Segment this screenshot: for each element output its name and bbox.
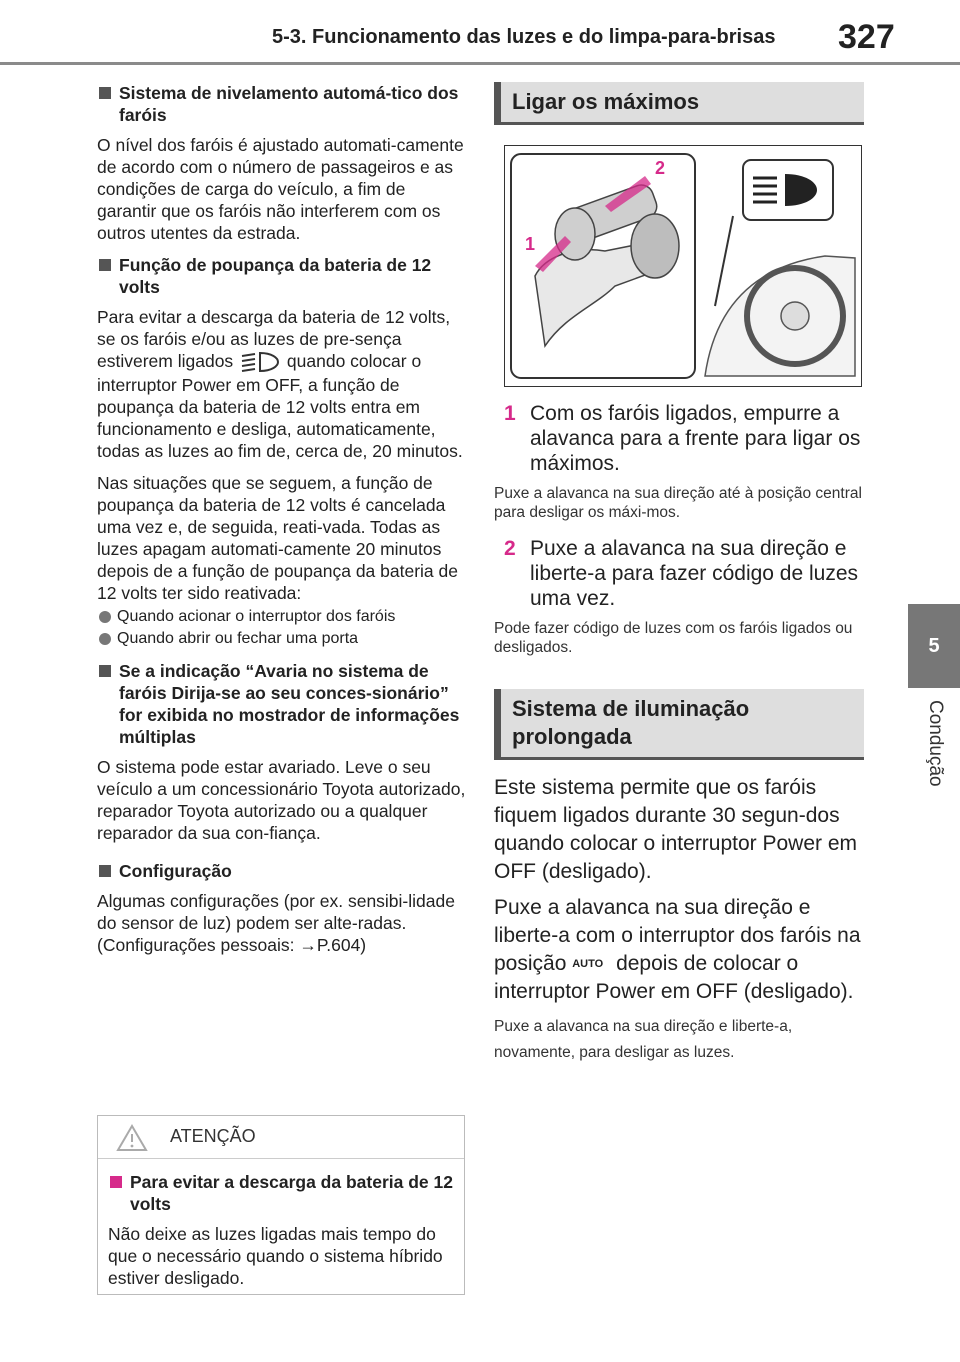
section-banner: Ligar os máximos — [494, 82, 864, 125]
paragraph: Para evitar a descarga da bateria de 12 … — [97, 307, 463, 462]
section-heading: Função de poupança da bateria de 12 volt… — [97, 254, 467, 298]
paragraph-note: Puxe a alavanca na sua direção e liberte… — [494, 1018, 793, 1061]
arrow-label-1: 1 — [525, 234, 535, 254]
page-number: 327 — [838, 18, 895, 56]
step-note: Pode fazer código de luzes com os faróis… — [494, 620, 853, 656]
auto-headlight-icon: AUTO — [572, 958, 604, 971]
list-item: Quando abrir ou fechar uma porta — [97, 628, 467, 650]
section-heading: Configuração — [97, 860, 467, 882]
section-banner: Sistema de iluminação prolongada — [494, 689, 864, 760]
warning-text: Não deixe as luzes ligadas mais tempo do… — [108, 1224, 443, 1288]
list-item: Quando acionar o interruptor dos faróis — [97, 606, 467, 628]
page-header: 5-3. Funcionamento das luzes e do limpa-… — [0, 0, 960, 65]
bullet-dot-icon — [99, 611, 111, 624]
chapter-label: Condução — [925, 700, 946, 787]
paragraph: O nível dos faróis é ajustado automati-c… — [97, 135, 464, 243]
square-bullet-icon — [99, 665, 111, 678]
header-title: 5-3. Funcionamento das luzes e do limpa-… — [272, 26, 776, 48]
left-column: Sistema de nivelamento automá-tico dos f… — [97, 82, 467, 966]
lever-diagram: 1 2 — [510, 153, 856, 379]
step-note: Puxe a alavanca na sua direção até à pos… — [494, 485, 862, 521]
paragraph: Puxe a alavanca na sua direção e liberte… — [494, 896, 861, 1003]
chapter-number: 5 — [928, 634, 940, 657]
warning-box: ATENÇÃO Para evitar a descarga da bateri… — [97, 1115, 465, 1295]
square-bullet-icon — [99, 259, 111, 271]
header-divider — [0, 62, 960, 65]
warning-heading: Para evitar a descarga da bateria de 12 … — [108, 1171, 454, 1215]
warning-triangle-icon — [116, 1124, 148, 1151]
arrow-label-2: 2 — [655, 158, 665, 178]
square-bullet-icon — [110, 1176, 122, 1188]
paragraph: Nas situações que se seguem, a função de… — [97, 473, 458, 604]
chapter-tab: 5 — [908, 604, 960, 688]
section-heading: Se a indicação “Avaria no sistema de far… — [97, 660, 467, 748]
step-number: 1 — [504, 402, 516, 425]
headlight-lever-illustration: 1 2 — [504, 145, 862, 387]
paragraph: Este sistema permite que os faróis fique… — [494, 776, 858, 883]
warning-title: ATENÇÃO — [170, 1126, 256, 1146]
paragraph: Algumas configurações (por ex. sensibi-l… — [97, 890, 467, 956]
section-heading: Sistema de nivelamento automá-tico dos f… — [97, 82, 467, 126]
low-beam-headlight-icon — [241, 352, 280, 373]
square-bullet-icon — [99, 865, 111, 878]
square-bullet-icon — [99, 87, 111, 99]
step-number: 2 — [504, 537, 516, 560]
paragraph: O sistema pode estar avariado. Leve o se… — [97, 757, 466, 844]
bullet-dot-icon — [99, 633, 111, 646]
page-reference: (Configurações pessoais: →P.604) — [97, 935, 367, 956]
